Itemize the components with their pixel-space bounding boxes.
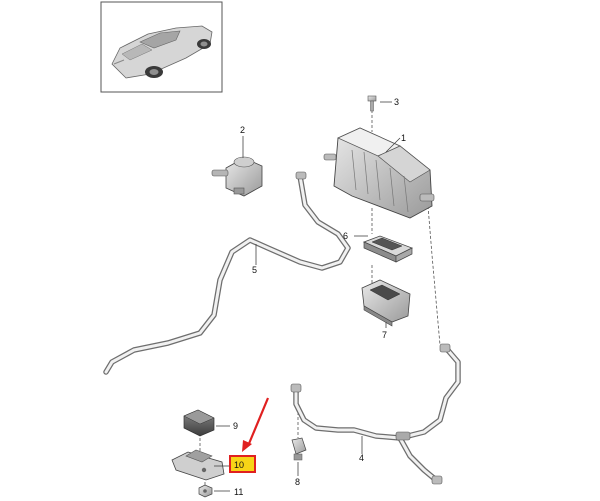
callout-10-highlight[interactable]: 10 xyxy=(229,455,256,473)
car-thumbnail-icon xyxy=(111,25,213,79)
callout-7[interactable]: 7 xyxy=(382,330,387,340)
callout-10[interactable]: 10 xyxy=(234,460,244,470)
highlight-arrow xyxy=(242,397,270,452)
part-3-bolt[interactable] xyxy=(367,95,377,112)
dash-line xyxy=(427,205,441,346)
leader-lines xyxy=(214,101,401,492)
callout-1[interactable]: 1 xyxy=(401,133,406,143)
part-6-seal[interactable] xyxy=(362,235,413,263)
callout-6[interactable]: 6 xyxy=(343,231,348,241)
callout-8[interactable]: 8 xyxy=(295,477,300,487)
part-10-bracket-plate[interactable] xyxy=(171,449,225,481)
callout-9[interactable]: 9 xyxy=(233,421,238,431)
car-thumbnail[interactable] xyxy=(100,1,223,93)
part-7-bracket[interactable] xyxy=(361,279,411,327)
part-5-vent-hose[interactable] xyxy=(103,171,351,375)
part-9-clip[interactable] xyxy=(183,409,215,437)
callout-11[interactable]: 11 xyxy=(234,487,243,497)
part-8-clip[interactable] xyxy=(291,437,307,461)
part-11-nut[interactable] xyxy=(198,484,213,498)
callout-2[interactable]: 2 xyxy=(240,125,245,135)
callout-5[interactable]: 5 xyxy=(252,265,257,275)
part-1-carbon-canister[interactable] xyxy=(323,127,435,219)
part-2-purge-valve[interactable] xyxy=(211,156,263,197)
part-4-fuel-line[interactable] xyxy=(290,343,461,485)
callout-4[interactable]: 4 xyxy=(359,453,364,463)
callout-3[interactable]: 3 xyxy=(394,97,399,107)
